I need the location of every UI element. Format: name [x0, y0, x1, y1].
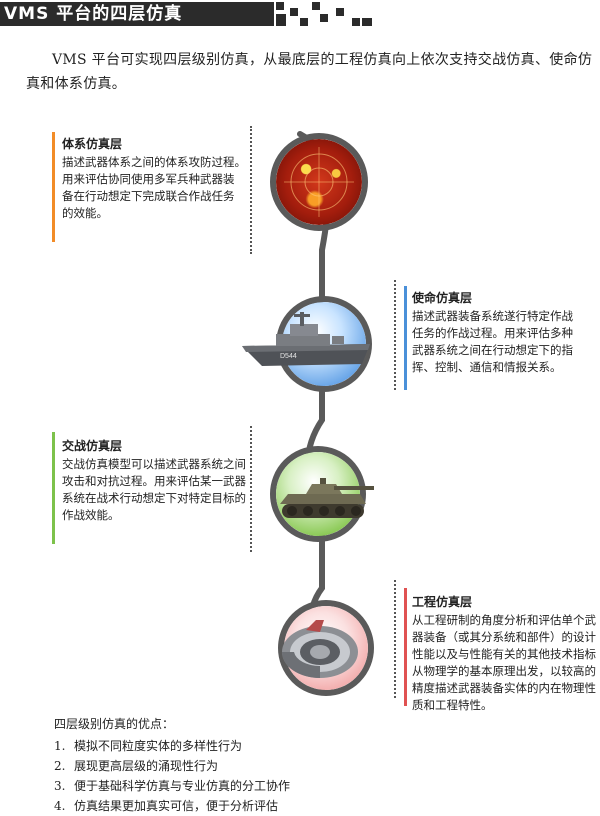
list-item: 1. 模拟不同粒度实体的多样性行为: [54, 736, 290, 756]
layer-line: 作战效能。: [62, 508, 120, 522]
page-title: VMS 平台的四层仿真: [4, 4, 183, 24]
list-item: 4. 仿真结果更加真实可信，便于分析评估: [54, 796, 290, 816]
layer-line: 用来评估协同使用多军兵种武器装: [62, 172, 235, 186]
list-text: 便于基础科学仿真与专业仿真的分工协作: [74, 779, 291, 793]
layer-line: 任务的作战过程。用来评估多种: [412, 326, 573, 340]
layer-line: 武器系统之间在行动想定下的指: [412, 343, 573, 357]
list-number: 3.: [54, 779, 66, 793]
list-number: 2.: [54, 759, 66, 773]
layer-line: 性能以及与性能有关的其他技术指标: [412, 647, 596, 661]
mission-simulation-text: 使命仿真层 描述武器装备系统遂行特定作战 任务的作战过程。用来评估多种 武器系统…: [412, 290, 573, 376]
engine-component-image: [282, 620, 358, 678]
list-text: 模拟不同粒度实体的多样性行为: [74, 739, 243, 753]
layer-line: 质和工程特性。: [412, 698, 493, 712]
dotted-guide: [394, 580, 396, 698]
layer-heading: 使命仿真层: [412, 291, 473, 305]
header-pixel-decoration: [262, 2, 274, 26]
layer-line: 从物理学的基本原理出发，以较高的: [412, 664, 596, 678]
layer-line: 精度描述武器装备实体的内在物理性: [412, 681, 596, 695]
layer-heading: 体系仿真层: [62, 137, 123, 151]
layer-heading: 工程仿真层: [412, 595, 473, 609]
header-pixel-decoration: [362, 18, 372, 26]
dotted-guide: [250, 126, 252, 254]
layer-accent-bar: [404, 286, 407, 390]
header-pixel-decoration: [320, 14, 328, 22]
list-item: 2. 展现更高层级的涌现性行为: [54, 756, 290, 776]
dotted-guide: [250, 426, 252, 552]
layer-line: 的效能。: [62, 206, 108, 220]
system-simulation-text: 体系仿真层 描述武器体系之间的体系攻防过程。 用来评估协同使用多军兵种武器装 备…: [62, 136, 246, 222]
header-pixel-decoration: [312, 2, 320, 10]
layer-heading: 交战仿真层: [62, 439, 123, 453]
header-banner: VMS 平台的四层仿真: [0, 0, 372, 28]
intro-line: VMS 平台可实现四层级别仿真，从最底层的工程仿真向上依次支持交战仿真、使命仿: [52, 52, 593, 68]
dotted-guide: [394, 280, 396, 390]
header-pixel-decoration: [276, 14, 286, 26]
radar-grid-icon: [284, 147, 354, 217]
engineering-simulation-text: 工程仿真层 从工程研制的角度分析和评估单个武 器装备（或其分系统和部件）的设计 …: [412, 594, 596, 714]
header-pixel-decoration: [276, 2, 284, 10]
layer-line: 器装备（或其分系统和部件）的设计: [412, 630, 596, 644]
layer-line: 挥、控制、通信和情报关系。: [412, 360, 562, 374]
list-number: 4.: [54, 799, 66, 813]
layer-line: 攻击和对抗过程。用来评估某一武器: [62, 474, 246, 488]
layer-line: 描述武器体系之间的体系攻防过程。: [62, 155, 246, 169]
advantages-title: 四层级别仿真的优点：: [54, 717, 175, 731]
layer-line: 备在行动想定下完成联合作战任务: [62, 189, 235, 203]
advantages-list: 四层级别仿真的优点： 1. 模拟不同粒度实体的多样性行为 2. 展现更高层级的涌现性…: [54, 714, 290, 816]
header-bar: [0, 2, 262, 26]
header-pixel-decoration: [352, 18, 360, 26]
layer-line: 交战仿真模型可以描述武器系统之间: [62, 457, 246, 471]
layer-accent-bar: [404, 588, 407, 706]
list-text: 展现更高层级的涌现性行为: [74, 759, 219, 773]
layer-accent-bar: [52, 132, 55, 242]
list-item: 3. 便于基础科学仿真与专业仿真的分工协作: [54, 776, 290, 796]
warship-image: D544: [242, 312, 370, 366]
intro-line: 真和体系仿真。: [26, 76, 127, 92]
engagement-simulation-text: 交战仿真层 交战仿真模型可以描述武器系统之间 攻击和对抗过程。用来评估某一武器 …: [62, 438, 246, 524]
system-simulation-image: [270, 133, 368, 231]
ship-hull-number: D544: [280, 353, 297, 360]
header-pixel-decoration: [300, 18, 308, 26]
header-pixel-decoration: [290, 8, 298, 16]
layer-line: 系统在战术行动想定下对特定目标的: [62, 491, 246, 505]
layer-accent-bar: [52, 432, 55, 544]
layer-line: 从工程研制的角度分析和评估单个武: [412, 613, 596, 627]
intro-paragraph: VMS 平台可实现四层级别仿真，从最底层的工程仿真向上依次支持交战仿真、使命仿 …: [26, 48, 600, 96]
layer-line: 描述武器装备系统遂行特定作战: [412, 309, 573, 323]
list-text: 仿真结果更加真实可信，便于分析评估: [74, 799, 279, 813]
header-pixel-decoration: [336, 8, 344, 16]
list-number: 1.: [54, 739, 66, 753]
tank-image: [280, 478, 374, 518]
